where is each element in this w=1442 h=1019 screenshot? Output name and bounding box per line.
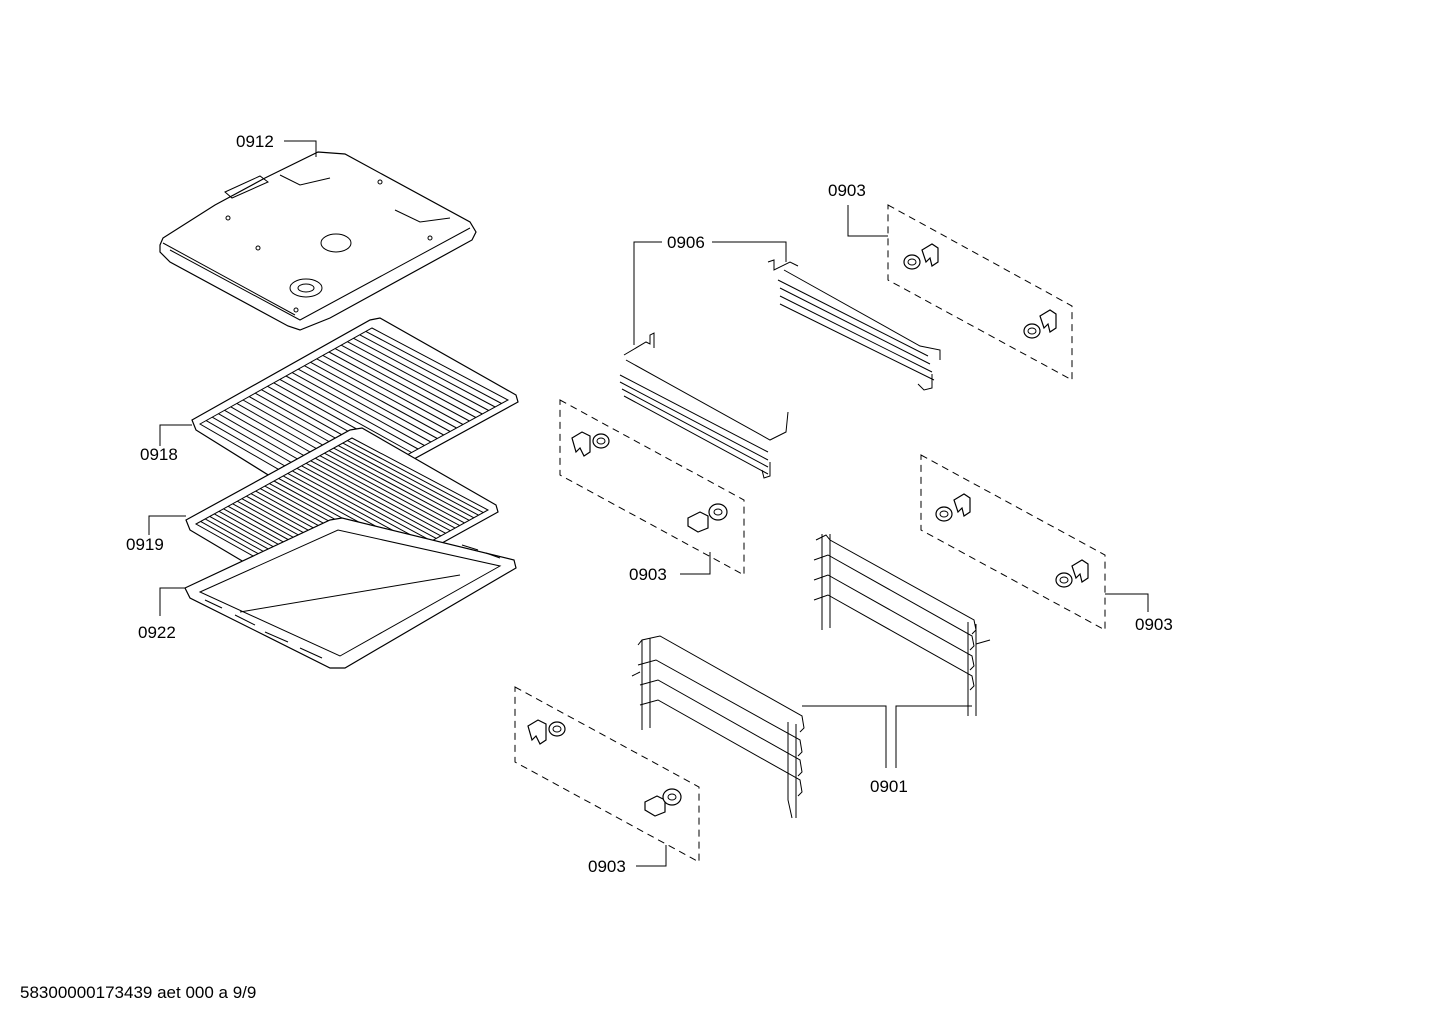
callout-0912: 0912: [236, 132, 274, 151]
leader-0903-mid-right: [1105, 593, 1149, 612]
callout-0903-mid-right: 0903: [1135, 615, 1173, 634]
callout-0918: 0918: [140, 445, 178, 464]
shelf-wire: [359, 334, 496, 408]
rack-wire: [292, 470, 428, 545]
rack-wire: [310, 460, 446, 534]
part-0903-clip-group-mid-left: [559, 399, 745, 576]
callout-0919: 0919: [126, 535, 164, 554]
shelf-wire: [365, 330, 502, 404]
callout-0906: 0906: [667, 233, 705, 252]
rack-wire: [342, 442, 479, 516]
leader-0919: [148, 515, 186, 535]
rack-wire: [319, 455, 456, 529]
document-id: 58300000173439 aet 000 a 9/9: [20, 983, 257, 1002]
rack-wire: [333, 447, 470, 521]
shelf-wire: [310, 361, 444, 436]
shelf-wire: [298, 368, 432, 443]
leader-0901: [802, 705, 972, 768]
part-0906-left-side-rail: [619, 332, 789, 479]
rack-wire: [315, 457, 451, 532]
shelf-wire: [285, 375, 419, 450]
leader-0903-top-right: [847, 205, 888, 237]
part-0903-clip-group-bottom: [514, 686, 700, 863]
part-0912-cover-panel: [159, 151, 477, 331]
part-0903-clip-group-mid-right: [920, 454, 1106, 631]
shelf-wire: [279, 378, 412, 453]
rack-wire: [305, 462, 442, 537]
shelf-wire: [353, 337, 489, 411]
rack-wire: [301, 465, 437, 539]
shelf-wire: [291, 372, 425, 446]
shelf-wire: [304, 365, 438, 439]
leader-0903-mid-left: [680, 552, 711, 575]
leader-0906: [633, 241, 787, 345]
part-0901-left-telescopic-rail: [631, 635, 805, 819]
callout-0922: 0922: [138, 623, 176, 642]
shelf-wire: [334, 348, 470, 422]
part-0901-right-telescopic-rail: [813, 534, 991, 716]
rack-wire: [328, 450, 465, 524]
leader-0922: [159, 587, 185, 616]
leader-0903-bottom: [636, 845, 667, 867]
shelf-wire: [347, 341, 483, 415]
leader-0918: [159, 424, 192, 446]
rack-wire: [338, 445, 475, 519]
callout-0903-bottom: 0903: [588, 857, 626, 876]
rack-wire: [324, 452, 461, 526]
leader-0912: [284, 140, 317, 157]
callout-0903-top-right: 0903: [828, 181, 866, 200]
shelf-wire: [341, 344, 477, 418]
part-0906-right-side-rail: [767, 259, 941, 391]
rack-wire: [296, 467, 432, 542]
shelf-wire: [316, 358, 451, 432]
callout-0901: 0901: [870, 777, 908, 796]
rack-wire: [347, 440, 484, 514]
shelf-wire: [322, 354, 457, 429]
part-0903-clip-group-top-right: [887, 204, 1073, 381]
part-0922-baking-tray: [184, 517, 517, 669]
shelf-wire: [328, 351, 464, 425]
callout-0903-mid-left: 0903: [629, 565, 667, 584]
